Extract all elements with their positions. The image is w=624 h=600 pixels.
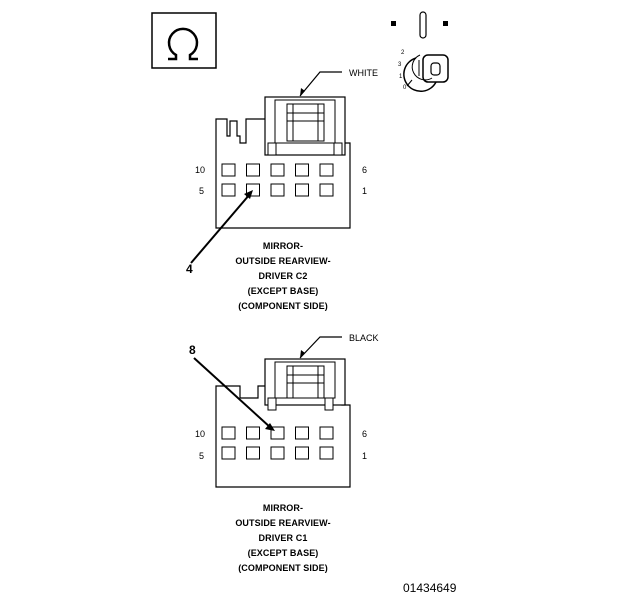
c1-cavity (319, 426, 334, 440)
key-position-3: 3 (398, 62, 402, 68)
c2-pin-10: 10 (195, 165, 206, 175)
callout-8-arrow (193, 357, 275, 431)
c2-label-line: DRIVER C2 (258, 271, 308, 281)
c2-wire-color-label: WHITE (349, 68, 378, 78)
c1-cavity (221, 426, 236, 440)
ignition-key-icon: 2 3 1 0 (391, 11, 449, 92)
connector-c1-label: MIRROR- OUTSIDE REARVIEW- DRIVER C1 (EXC… (200, 501, 366, 576)
c1-pin-6: 6 (362, 429, 368, 439)
c1-pin-5: 5 (199, 451, 205, 461)
connector-c2-housing (215, 71, 351, 229)
c2-pin-6: 6 (362, 165, 368, 175)
callout-4-arrow (190, 190, 253, 264)
callout-8: 8 (189, 343, 196, 357)
c2-cavity (319, 183, 334, 197)
c2-cavity (270, 163, 285, 177)
c2-cavity (319, 163, 334, 177)
c1-wire-color-label: BLACK (349, 333, 379, 343)
c1-label-line: OUTSIDE REARVIEW- (235, 518, 331, 528)
c2-label-line: MIRROR- (262, 241, 304, 251)
c1-label-line: DRIVER C1 (258, 533, 308, 543)
c2-label-line: OUTSIDE REARVIEW- (235, 256, 331, 266)
c2-label-line: (EXCEPT BASE) (247, 286, 319, 296)
c1-pin-1: 1 (362, 451, 368, 461)
c2-cavity (295, 183, 309, 197)
c1-cavity (319, 446, 334, 460)
c2-cavity (246, 163, 260, 177)
c2-cavity (295, 163, 309, 177)
c1-pin-10: 10 (195, 429, 206, 439)
c1-cavity (270, 446, 285, 460)
c2-pin-5: 5 (199, 186, 205, 196)
c1-label-line: (COMPONENT SIDE) (238, 563, 328, 573)
c1-cavity (295, 426, 309, 440)
document-id: 01434649 (403, 581, 457, 595)
c1-label-line: MIRROR- (262, 503, 304, 513)
c2-cavity (221, 183, 236, 197)
c1-cavity (295, 446, 309, 460)
c2-cavity (221, 163, 236, 177)
c1-label-line: (EXCEPT BASE) (247, 548, 319, 558)
connector-c2-cavities (221, 163, 334, 197)
c2-label-line: (COMPONENT SIDE) (238, 301, 328, 311)
omega-symbol-icon (151, 12, 217, 69)
c1-cavity (221, 446, 236, 460)
key-position-2: 2 (401, 50, 405, 56)
c1-cavity (246, 446, 260, 460)
c2-pin-1: 1 (362, 186, 368, 196)
key-position-0: 0 (403, 85, 407, 91)
connector-c2-label: MIRROR- OUTSIDE REARVIEW- DRIVER C2 (EXC… (200, 239, 366, 314)
c1-cavity (246, 426, 260, 440)
callout-4: 4 (186, 262, 193, 276)
c2-cavity (270, 183, 285, 197)
key-position-1: 1 (399, 74, 403, 80)
connector-c1-housing (215, 336, 351, 488)
